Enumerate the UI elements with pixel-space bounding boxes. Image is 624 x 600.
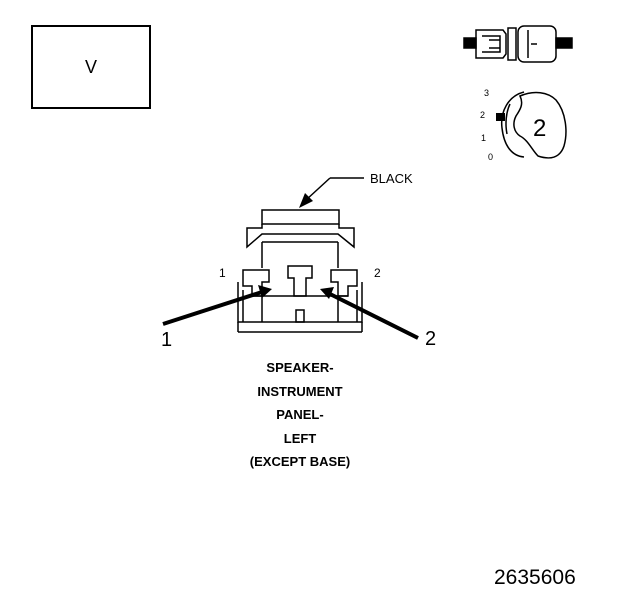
connector-title-line: LEFT <box>283 430 317 446</box>
pin-label-2: 2 <box>374 266 381 280</box>
lock-scale-2: 2 <box>480 110 486 120</box>
figure-number: 2635606 <box>494 566 576 589</box>
lock-scale-0: 0 <box>488 152 494 162</box>
connector-title: SPEAKER- INSTRUMENT PANEL- LEFT (EXCEPT … <box>200 356 400 474</box>
lock-position-icon <box>496 91 567 159</box>
view-box: V <box>31 25 151 109</box>
connector-title-line: SPEAKER- <box>266 360 334 375</box>
connector-title-line: (EXCEPT BASE) <box>249 454 351 469</box>
view-label: V <box>84 56 97 77</box>
lock-position-value: 2 <box>533 115 547 142</box>
black-wire-arrow <box>299 177 364 208</box>
callout-1: 1 <box>161 329 173 351</box>
lock-scale-1: 1 <box>481 133 487 143</box>
pin-label-1: 1 <box>219 266 226 280</box>
lock-scale-3: 3 <box>484 88 490 98</box>
connector-body <box>237 209 363 333</box>
connector-title-line: PANEL- <box>276 407 324 422</box>
callout-arrows <box>162 285 419 340</box>
mated-connector-icon <box>463 25 573 63</box>
callout-2: 2 <box>425 328 437 350</box>
connector-title-line: INSTRUMENT <box>257 383 343 399</box>
wire-color-label: BLACK <box>370 171 413 186</box>
